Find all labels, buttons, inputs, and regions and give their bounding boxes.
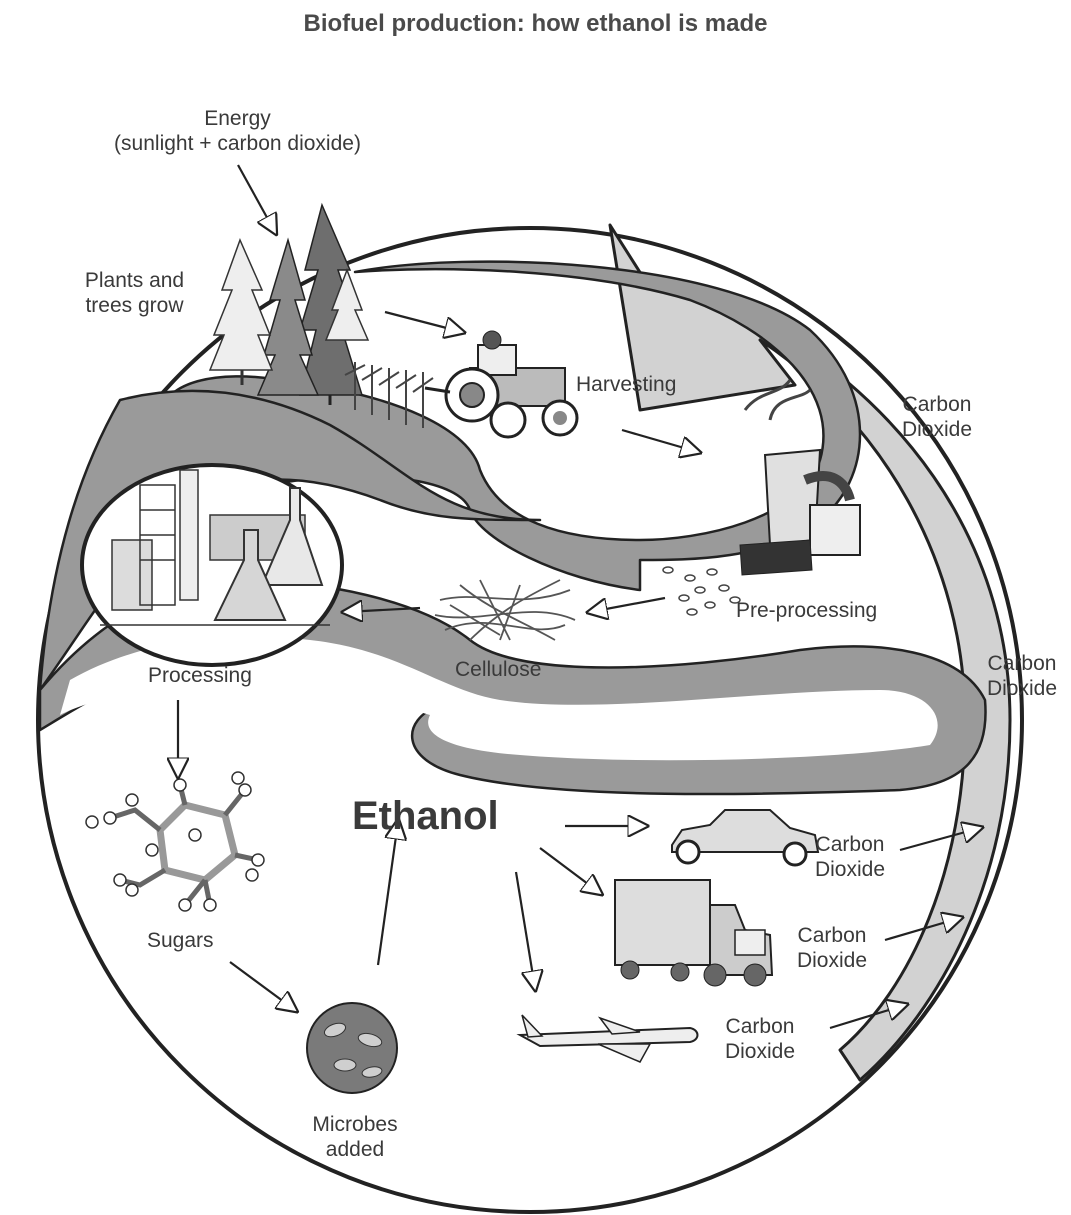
processing-illustration	[80, 463, 344, 667]
co2-label-truck-line1: Carbon	[797, 924, 867, 947]
co2-label-top: Carbon Dioxide	[882, 392, 992, 442]
sugar-atoms-illustration	[85, 771, 265, 912]
microbes-sphere-illustration	[306, 1002, 398, 1094]
microbes-label-line1: Microbes	[312, 1113, 398, 1136]
sugars-label: Sugars	[147, 929, 214, 952]
truck-illustration	[614, 879, 774, 987]
co2-label-top-line1: Carbon	[902, 393, 972, 416]
co2-label-right: Carbon Dioxide	[967, 651, 1071, 701]
plants-label-line1: Plants and	[84, 269, 185, 292]
co2-label-right-line2: Dioxide	[986, 677, 1058, 700]
white-path	[60, 636, 938, 761]
co2-label-truck: Carbon Dioxide	[777, 923, 887, 973]
airplane-illustration	[516, 1014, 699, 1063]
flow-arrows	[178, 164, 980, 1030]
processing-label: Processing	[148, 664, 252, 687]
co2-label-truck-line2: Dioxide	[796, 949, 868, 972]
ethanol-label: Ethanol	[352, 794, 499, 838]
co2-label-top-line2: Dioxide	[901, 418, 973, 441]
co2-label-car-line1: Carbon	[815, 833, 885, 856]
diagram-title: Biofuel production: how ethanol is made	[303, 10, 768, 37]
car-illustration	[671, 809, 820, 867]
co2-label-plane-line2: Dioxide	[724, 1040, 796, 1063]
energy-label-line2: (sunlight + carbon dioxide)	[114, 132, 361, 155]
trees-illustration	[208, 202, 370, 405]
preprocessing-machine-illustration	[739, 379, 861, 576]
cellulose-label: Cellulose	[455, 658, 542, 681]
energy-label: Energy (sunlight + carbon dioxide)	[80, 106, 395, 156]
corn-field-illustration	[344, 362, 434, 428]
tractor-illustration	[424, 330, 579, 439]
co2-label-plane-line1: Carbon	[725, 1015, 795, 1038]
co2-label-car: Carbon Dioxide	[795, 832, 905, 882]
co2-label-plane: Carbon Dioxide	[705, 1014, 815, 1064]
co2-label-car-line2: Dioxide	[814, 858, 886, 881]
microbes-label-line2: added	[325, 1138, 385, 1161]
microbes-label: Microbes added	[305, 1112, 405, 1162]
carbon-return-arrow	[608, 223, 1012, 1082]
co2-label-right-line1: Carbon	[987, 652, 1057, 675]
preprocessing-label: Pre-processing	[736, 599, 878, 622]
pellets-illustration	[662, 566, 741, 616]
plants-label-line2: trees grow	[85, 294, 184, 317]
harvesting-label: Harvesting	[576, 373, 677, 396]
plants-label: Plants and trees grow	[62, 268, 207, 318]
energy-label-line1: Energy	[204, 107, 271, 130]
cellulose-fibres-illustration	[434, 579, 576, 641]
band-left	[38, 389, 542, 692]
